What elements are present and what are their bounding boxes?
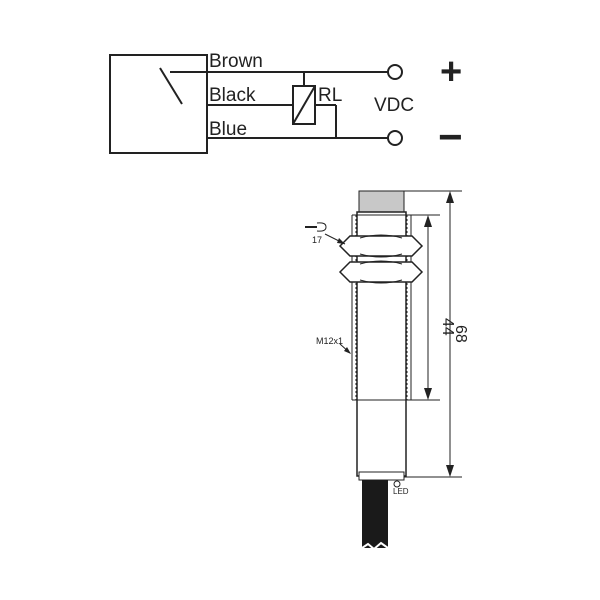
negative-terminal [387, 130, 403, 146]
dim-44-label: 44 [439, 318, 456, 336]
dim-44-arrow-top [424, 215, 432, 227]
sensing-face [358, 190, 405, 213]
dim-68-label: 68 [452, 325, 469, 343]
wrench-icon [305, 222, 327, 232]
sensor-box [109, 54, 208, 154]
dim-44-arrow-bottom [424, 388, 432, 400]
wiring-diagram: Brown Black Blue RL VDC + − [109, 51, 463, 160]
led-label: LED [393, 487, 409, 496]
wire-blue-label: Blue [209, 119, 247, 140]
switch-contact [159, 67, 183, 105]
dim-68-arrow-bottom [446, 465, 454, 477]
led-indicator [393, 480, 401, 488]
wire-black-label: Black [209, 85, 256, 106]
dim-68-arrow-top [446, 191, 454, 203]
sensor-drawing: LED 17 M12x1 44 68 [305, 190, 469, 551]
minus-sign: − [438, 113, 463, 160]
thread-label: M12x1 [316, 336, 343, 346]
wire-brown-label: Brown [209, 51, 263, 72]
hex-nut-upper-face [359, 234, 403, 258]
wrench-size-label: 17 [312, 235, 322, 245]
plus-sign: + [440, 51, 462, 93]
hex-nut-lower-face [359, 260, 403, 284]
cable-end [361, 541, 389, 551]
cable [362, 480, 388, 548]
hex-nut-lower [338, 261, 424, 283]
relay-label: RL [318, 85, 342, 106]
wrench-leader-arrow [337, 238, 345, 244]
hex-nut-upper [338, 235, 424, 257]
positive-terminal [387, 64, 403, 80]
thread-leader-arrow [344, 347, 351, 354]
relay-diagonal [292, 85, 316, 125]
body-end [358, 471, 405, 481]
supply-label: VDC [374, 95, 414, 116]
